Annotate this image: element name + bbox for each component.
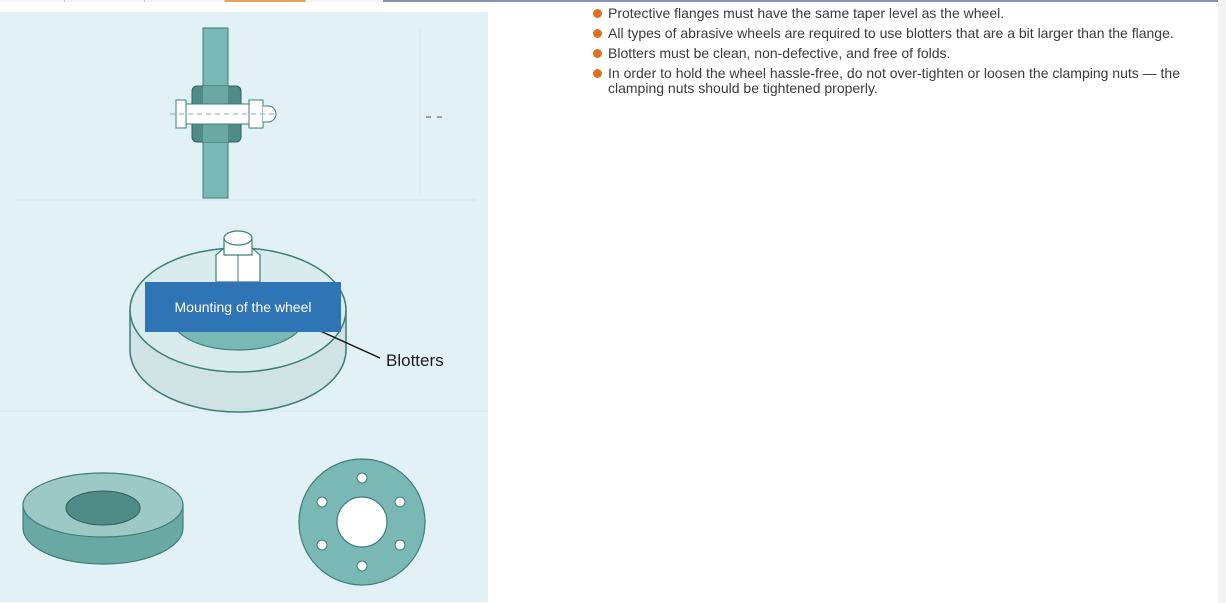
tab-segment-active[interactable]: [225, 0, 306, 2]
tab-segment[interactable]: [306, 0, 386, 2]
vertical-scrollbar[interactable]: [1218, 0, 1226, 603]
tab-segment[interactable]: [0, 0, 65, 2]
tab-underline: [383, 0, 1226, 2]
bullet-dot-icon: [593, 69, 602, 78]
top-tab-strip: [0, 0, 1226, 3]
bullet-dot-icon: [593, 49, 602, 58]
bullet-text: Blotters must be clean, non-defective, a…: [608, 45, 951, 61]
figure-caption: Mounting of the wheel: [145, 282, 341, 332]
bullet-item: In order to hold the wheel hassle-free, …: [592, 66, 1192, 96]
bullet-item: Blotters must be clean, non-defective, a…: [592, 46, 1192, 61]
bullet-item: All types of abrasive wheels are require…: [592, 26, 1192, 41]
tab-segment[interactable]: [65, 0, 145, 2]
wheel-mounting-illustration: [0, 12, 488, 602]
tab-segment[interactable]: [145, 0, 225, 2]
bullet-text: All types of abrasive wheels are require…: [608, 25, 1174, 41]
flange-disc: [298, 458, 426, 586]
blotter-disc: [22, 472, 184, 565]
bullet-item: Protective flanges must have the same ta…: [592, 6, 1192, 21]
wheel-side-view: [170, 27, 446, 199]
bullet-dot-icon: [593, 29, 602, 38]
safety-bullet-list: Protective flanges must have the same ta…: [592, 6, 1192, 101]
bullet-text: Protective flanges must have the same ta…: [608, 5, 1005, 21]
bullet-text: In order to hold the wheel hassle-free, …: [608, 65, 1181, 96]
bullet-dot-icon: [593, 9, 602, 18]
blotters-callout-label: Blotters: [386, 351, 444, 370]
